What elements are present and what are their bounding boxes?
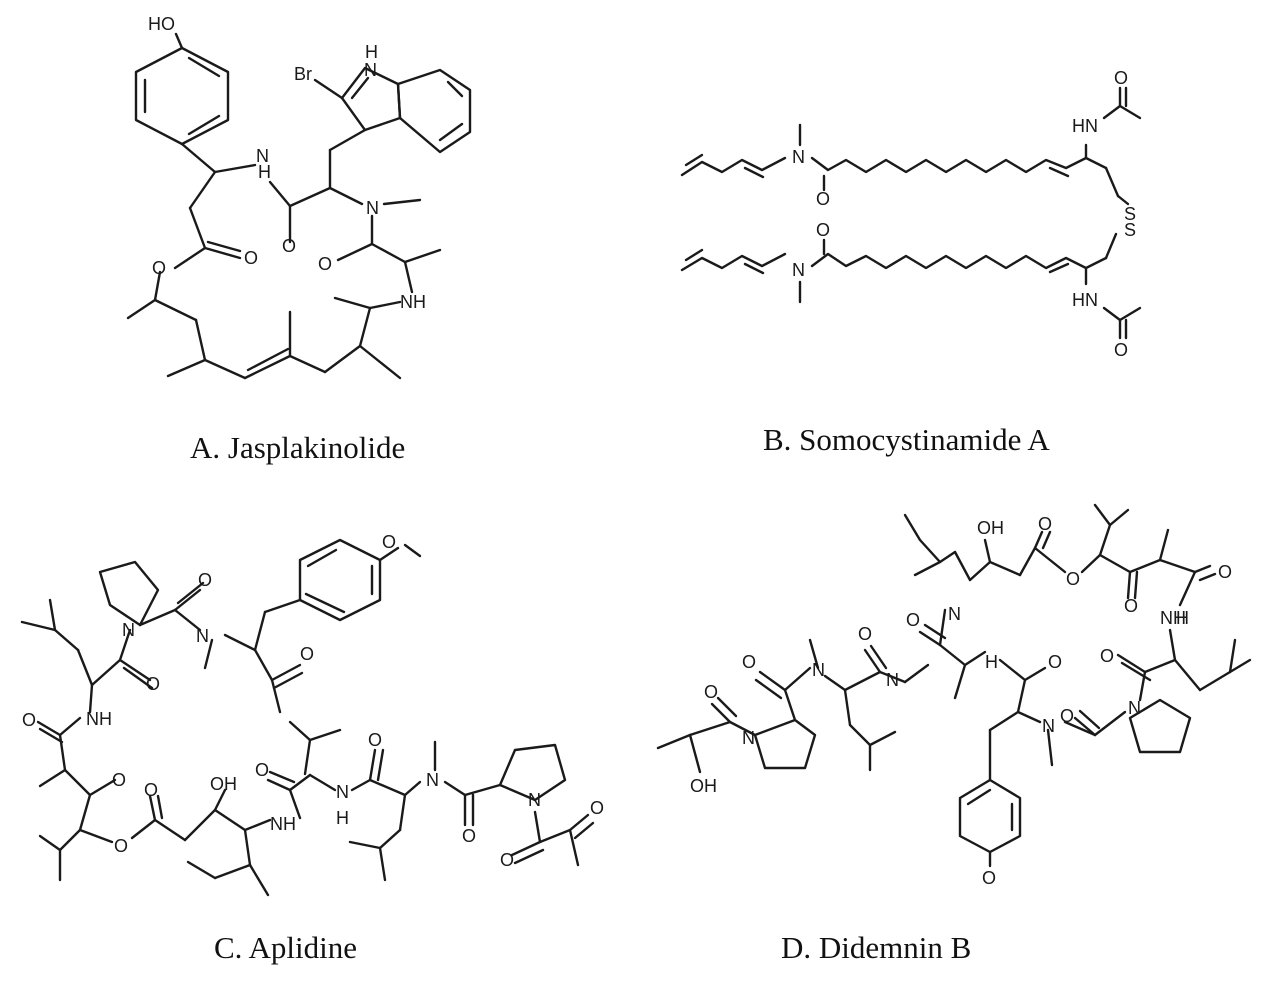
atom-label: N <box>122 620 135 640</box>
atom-label: O <box>198 570 212 590</box>
panel-c: O N O N O NH O O O O O OH O NH N H O N N… <box>0 0 640 1000</box>
atom-label: NH <box>86 709 112 729</box>
atom-label: O <box>282 236 296 256</box>
atom-label: OH <box>690 776 717 796</box>
atom-label: O <box>300 644 314 664</box>
atom-label: NH <box>1160 608 1186 628</box>
atom-label: O <box>368 730 382 750</box>
atom-label: HO <box>148 14 175 34</box>
atom-label: O <box>112 770 126 790</box>
atom-label: O <box>1060 706 1074 726</box>
atom-label: N <box>812 660 825 680</box>
atom-labels-a: HO Br H N N H N O O O O NH <box>148 14 426 312</box>
atom-label: O <box>146 674 160 694</box>
atom-label: Br <box>294 64 312 84</box>
caption-d: D. Didemnin B <box>781 930 972 965</box>
atom-label: O <box>858 624 872 644</box>
atom-label: N <box>792 260 805 280</box>
atom-label: O <box>152 258 166 278</box>
atom-label: OH <box>977 518 1004 538</box>
panel-a: HO Br H N N H N O O O O NH A. Jasplakino… <box>0 0 640 480</box>
atom-labels-d: OH O O O O NH H N O O N N H O O N O N O … <box>690 514 1232 888</box>
atom-label: N <box>792 147 805 167</box>
atom-label: O <box>1038 514 1052 534</box>
structure-didemnin-b <box>656 503 1252 868</box>
atom-label: H <box>365 42 378 62</box>
atom-label: O <box>1114 68 1128 88</box>
atom-label: S <box>1124 220 1136 240</box>
atom-label: O <box>500 850 514 870</box>
atom-label: N <box>742 728 755 748</box>
structure-jasplakinolide <box>126 32 472 380</box>
atom-label: NH <box>270 814 296 834</box>
caption-a: A. Jasplakinolide <box>190 430 406 465</box>
atom-label: HN <box>1072 116 1098 136</box>
atom-labels-b: N O HN O S S N O HN O <box>792 68 1136 360</box>
atom-label: O <box>144 780 158 800</box>
atom-label: O <box>114 836 128 856</box>
caption-b: B. Somocystinamide A <box>763 422 1050 457</box>
atom-label: N <box>886 670 899 690</box>
atom-label: O <box>1124 596 1138 616</box>
caption-c: C. Aplidine <box>214 930 357 965</box>
atom-label: O <box>742 652 756 672</box>
atom-label: O <box>590 798 604 818</box>
structure-aplidine <box>20 538 595 897</box>
atom-label: O <box>1114 340 1128 360</box>
structure-somocystinamide-a <box>680 86 1142 340</box>
atom-label: O <box>816 220 830 240</box>
atom-label: N <box>364 60 377 80</box>
atom-label: N <box>256 146 269 166</box>
atom-label: O <box>816 189 830 209</box>
atom-labels-c: O N O N O NH O O O O O OH O NH N H O N N… <box>22 532 604 870</box>
atom-label: N <box>1128 698 1141 718</box>
atom-label: O <box>1048 652 1062 672</box>
atom-label: O <box>906 610 920 630</box>
atom-label: O <box>382 532 396 552</box>
atom-label: N <box>426 770 439 790</box>
atom-label: H <box>985 652 998 672</box>
atom-label: O <box>255 760 269 780</box>
atom-label: O <box>244 248 258 268</box>
atom-label: N <box>528 790 541 810</box>
atom-label: N <box>948 604 961 624</box>
atom-label: O <box>462 826 476 846</box>
atom-label: NH <box>400 292 426 312</box>
atom-label: OH <box>210 774 237 794</box>
atom-label: N <box>336 782 349 802</box>
atom-label: O <box>1100 646 1114 666</box>
atom-label: N <box>366 198 379 218</box>
atom-label: N <box>1042 716 1055 736</box>
panel-b: N O HN O S S N O HN O B. Somocystinamide… <box>0 0 1284 480</box>
atom-label: O <box>704 682 718 702</box>
atom-label: H <box>336 808 349 828</box>
atom-label: HN <box>1072 290 1098 310</box>
atom-label: N <box>196 626 209 646</box>
atom-label: O <box>22 710 36 730</box>
atom-label: O <box>982 868 996 888</box>
atom-label: O <box>1218 562 1232 582</box>
atom-label: O <box>1066 569 1080 589</box>
atom-label: O <box>318 254 332 274</box>
atom-label: H <box>258 162 271 182</box>
atom-label: H <box>1176 608 1189 628</box>
atom-label: S <box>1124 204 1136 224</box>
